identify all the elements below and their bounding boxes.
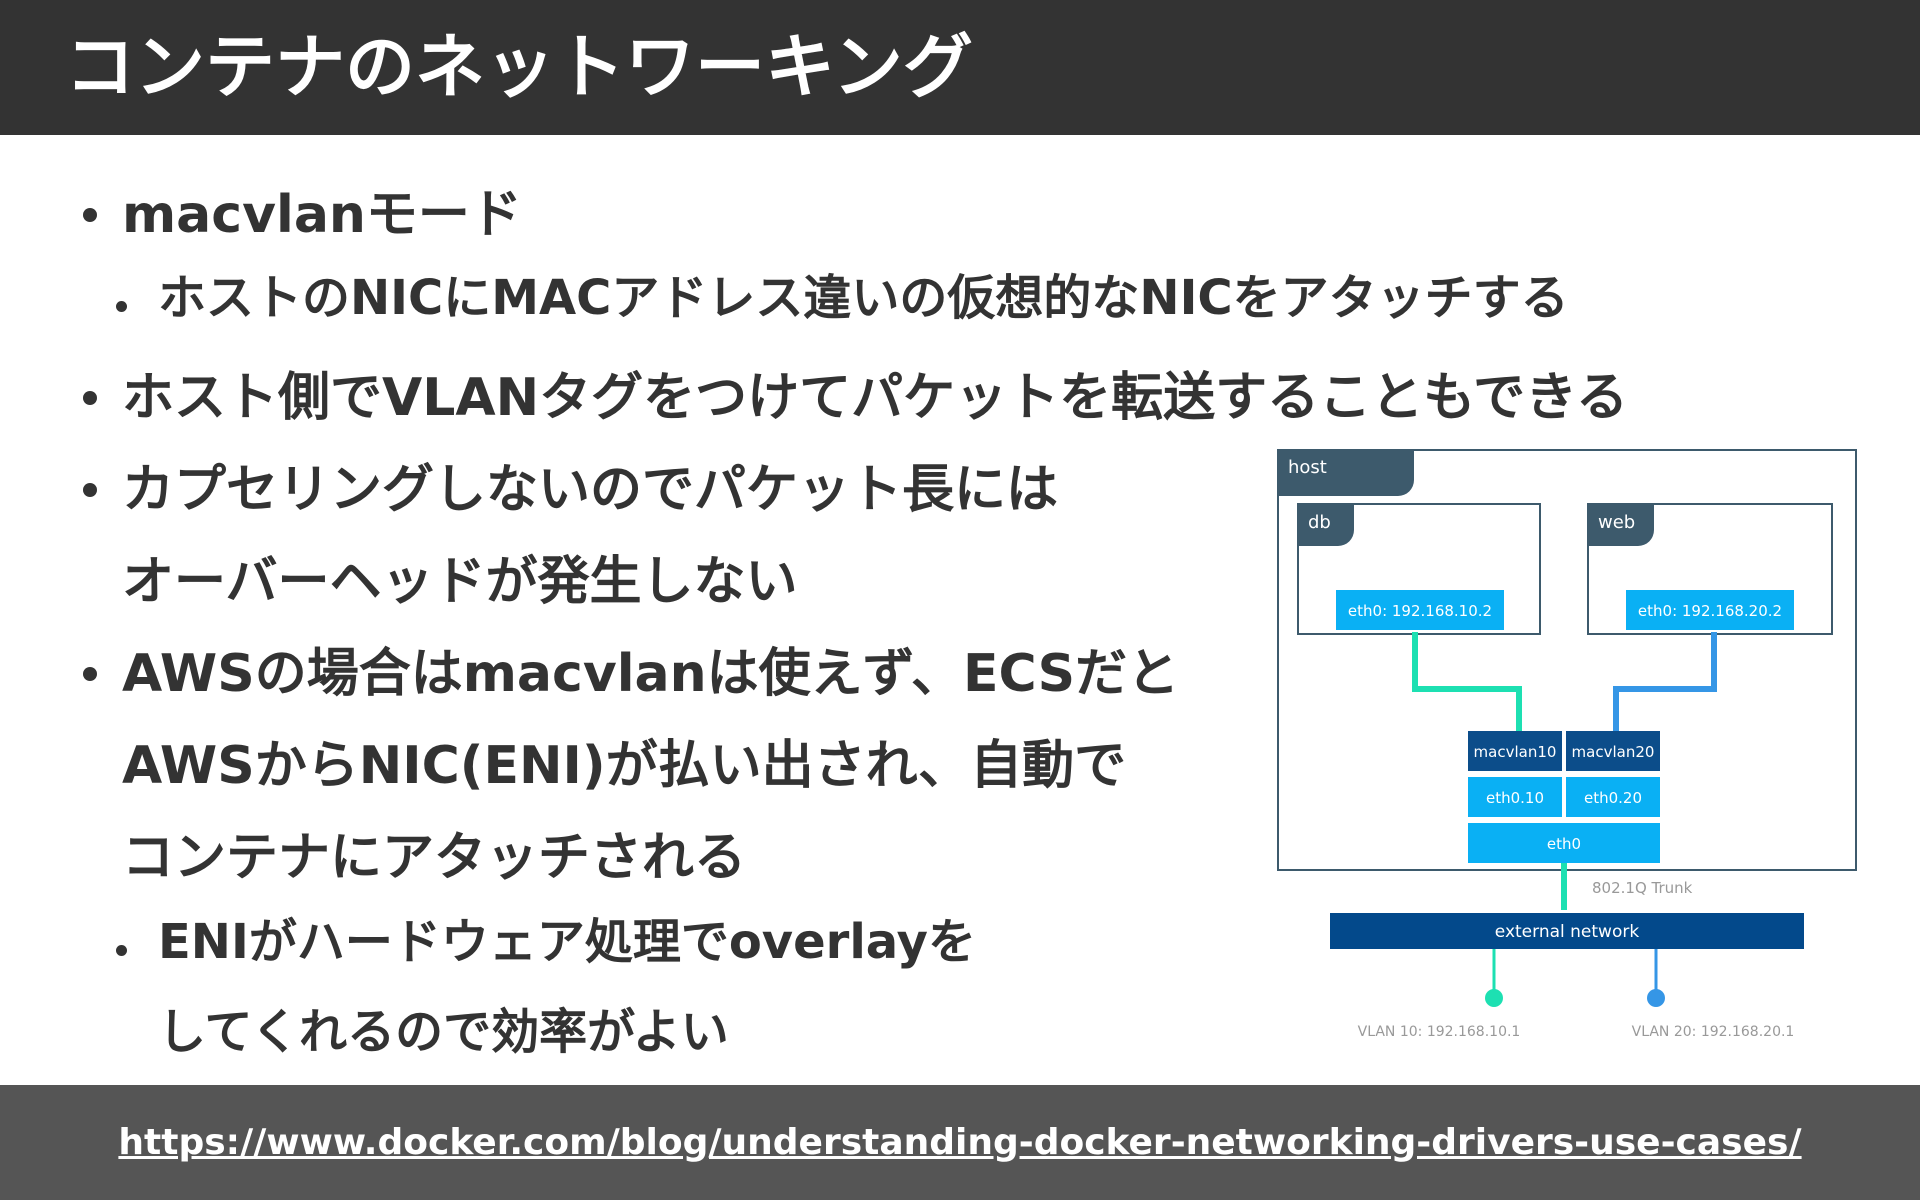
vlan10-dot-icon [1485,989,1503,1007]
web-eth0-label: eth0: 192.168.20.2 [1638,602,1782,620]
macvlan10-box [1468,731,1562,771]
sub-bullet-attach-nic: ホストのNICにMACアドレス違いの仮想的なNICをアタッチする [158,270,1569,326]
host-label: host [1288,457,1327,478]
bullet-dot-icon [83,667,97,681]
external-network-bar [1330,913,1804,949]
vlan10-label: VLAN 10: 192.168.10.1 [1358,1024,1521,1040]
macvlan20-label: macvlan20 [1572,743,1655,761]
eth0-10-label: eth0.10 [1486,789,1544,807]
web-label: web [1598,512,1635,533]
bullet-dot-icon [83,483,97,497]
macvlan20-box [1566,731,1660,771]
bullet-aws-line1: AWSの場合はmacvlanは使えず、ECSだと [122,644,1180,704]
bullet-aws-line2: AWSからNIC(ENI)が払い出され、自動で [122,736,1127,796]
slide-title: コンテナのネットワーキング [65,26,973,108]
source-link[interactable]: https://www.docker.com/blog/understandin… [118,1122,1802,1163]
vlan20-label: VLAN 20: 192.168.20.1 [1632,1024,1795,1040]
eth0-10-box [1468,777,1562,817]
eth0-label: eth0 [1547,835,1581,853]
bullet-dot-icon [83,208,97,222]
vlan20-dot-icon [1647,989,1665,1007]
host-tab [1278,450,1414,496]
eth0-20-label: eth0.20 [1584,789,1642,807]
bullet-vlan-tag: ホスト側でVLANタグをつけてパケットを転送することもできる [122,368,1629,428]
bullet-aws-line3: コンテナにアタッチされる [122,828,747,888]
bullet-dot-icon [83,391,97,405]
sub-bullet-eni-line2: してくれるので効率がよい [158,1004,729,1060]
macvlan10-label: macvlan10 [1474,743,1557,761]
bullet-no-encap-line1: カプセリングしないのでパケット長には [122,460,1059,520]
db-eth0-box [1336,590,1504,630]
slide-footer: https://www.docker.com/blog/understandin… [0,1085,1920,1200]
web-link-line [1613,632,1717,731]
db-tab [1298,504,1354,546]
sub-bullet-eni-line1: ENIがハードウェア処理でoverlayを [158,914,976,970]
web-eth0-box [1626,590,1794,630]
sub-bullet-dot-icon [116,945,127,956]
sub-bullet-dot-icon [116,301,127,312]
slide-header: コンテナのネットワーキング [0,0,1920,135]
eth0-20-box [1566,777,1660,817]
web-tab [1588,504,1654,546]
db-label: db [1308,512,1331,533]
trunk-label: 802.1Q Trunk [1592,879,1693,897]
db-eth0-label: eth0: 192.168.10.2 [1348,602,1492,620]
external-network-label: external network [1495,922,1640,942]
slide-content: macvlanモード ホストのNICにMACアドレス違いの仮想的なNICをアタッ… [0,135,1920,1085]
bullet-no-encap-line2: オーバーヘッドが発生しない [122,552,798,612]
macvlan-diagram: host db eth0: 192.168.10.2 web eth0: 192… [1277,449,1857,1040]
db-link-line [1412,632,1522,731]
eth0-box [1468,823,1660,863]
bullet-macvlan-mode: macvlanモード [122,185,522,245]
